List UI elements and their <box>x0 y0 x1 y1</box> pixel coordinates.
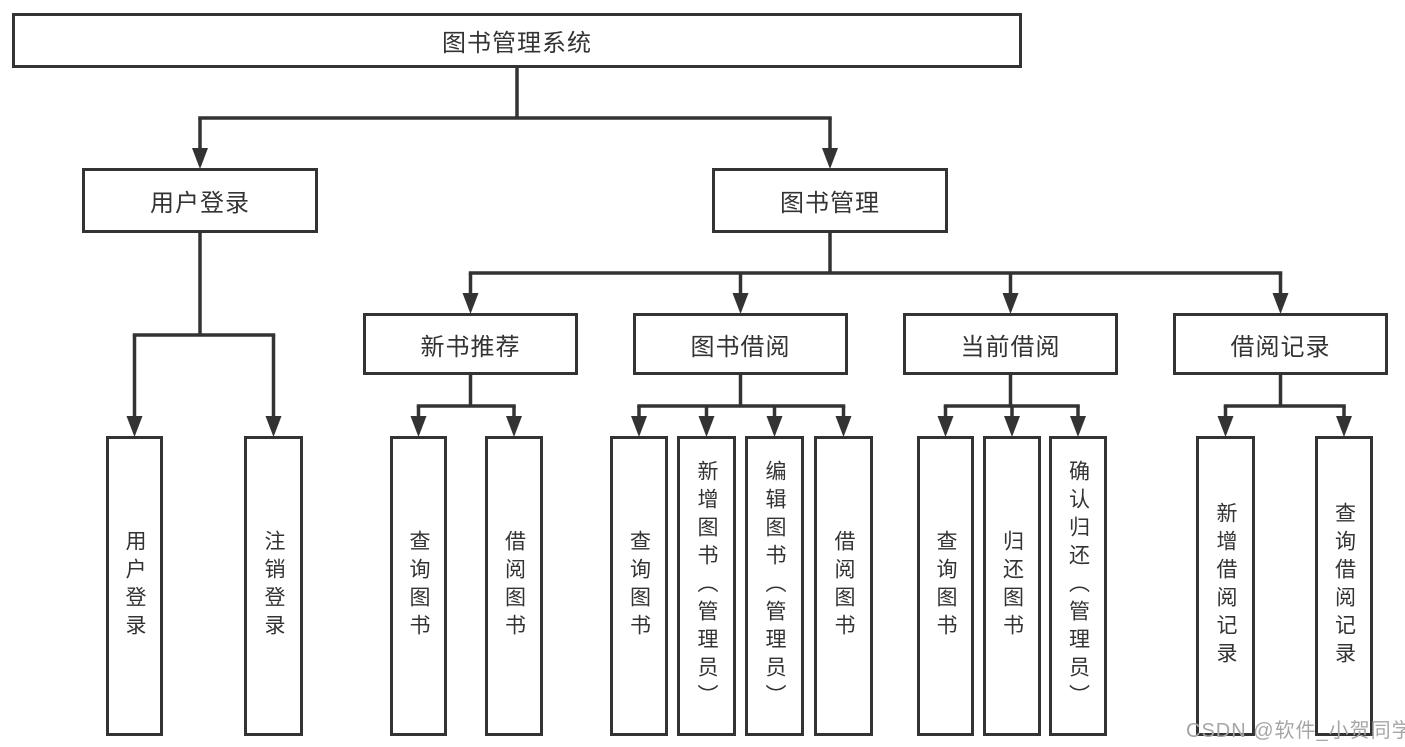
node-label-leaf-confirm-return: 确认归还（管理员） <box>1066 460 1090 712</box>
node-leaf-logout: 注销登录 <box>244 436 303 736</box>
node-leaf-edit-book: 编辑图书（管理员） <box>745 436 804 736</box>
node-leaf-user-login: 用户登录 <box>106 436 163 736</box>
node-leaf-query-book-2: 查询图书 <box>610 436 668 736</box>
node-label-new-book-rec: 新书推荐 <box>420 333 521 361</box>
node-leaf-return-book: 归还图书 <box>983 436 1041 736</box>
node-leaf-query-record: 查询借阅记录 <box>1315 436 1373 736</box>
node-current-borrow: 当前借阅 <box>903 313 1118 375</box>
node-label-leaf-query-book-1: 查询图书 <box>407 530 430 642</box>
node-label-leaf-edit-book: 编辑图书（管理员） <box>763 460 786 712</box>
node-leaf-add-book: 新增图书（管理员） <box>677 436 736 736</box>
node-label-book-borrow: 图书借阅 <box>690 333 791 361</box>
node-borrow-records: 借阅记录 <box>1173 313 1388 375</box>
node-label-leaf-logout: 注销登录 <box>262 530 285 642</box>
node-user-login: 用户登录 <box>82 168 318 233</box>
node-label-leaf-query-record: 查询借阅记录 <box>1332 502 1356 670</box>
node-label-leaf-add-record: 新增借阅记录 <box>1214 502 1237 670</box>
node-new-book-rec: 新书推荐 <box>363 313 578 375</box>
node-leaf-borrow-book-2: 借阅图书 <box>814 436 873 736</box>
node-label-current-borrow: 当前借阅 <box>960 333 1061 361</box>
node-label-leaf-add-book: 新增图书（管理员） <box>695 460 718 712</box>
node-label-root: 图书管理系统 <box>442 30 592 57</box>
node-label-book-mgmt: 图书管理 <box>780 190 880 217</box>
node-leaf-confirm-return: 确认归还（管理员） <box>1049 436 1107 736</box>
node-label-borrow-records: 借阅记录 <box>1230 333 1331 361</box>
node-label-leaf-user-login: 用户登录 <box>123 530 146 642</box>
node-label-leaf-query-book-3: 查询图书 <box>934 530 957 642</box>
node-label-leaf-borrow-book-1: 借阅图书 <box>502 530 526 642</box>
node-leaf-add-record: 新增借阅记录 <box>1196 436 1255 736</box>
node-leaf-query-book-1: 查询图书 <box>390 436 447 736</box>
node-label-leaf-borrow-book-2: 借阅图书 <box>832 530 855 642</box>
node-book-borrow: 图书借阅 <box>633 313 848 375</box>
node-root: 图书管理系统 <box>12 13 1022 68</box>
node-book-mgmt: 图书管理 <box>712 168 948 233</box>
node-leaf-query-book-3: 查询图书 <box>917 436 974 736</box>
node-label-user-login: 用户登录 <box>150 190 250 217</box>
watermark: CSDN @软件_小贺同学 <box>1186 720 1405 742</box>
node-leaf-borrow-book-1: 借阅图书 <box>485 436 543 736</box>
node-label-leaf-return-book: 归还图书 <box>1000 530 1024 642</box>
node-label-leaf-query-book-2: 查询图书 <box>627 530 651 642</box>
